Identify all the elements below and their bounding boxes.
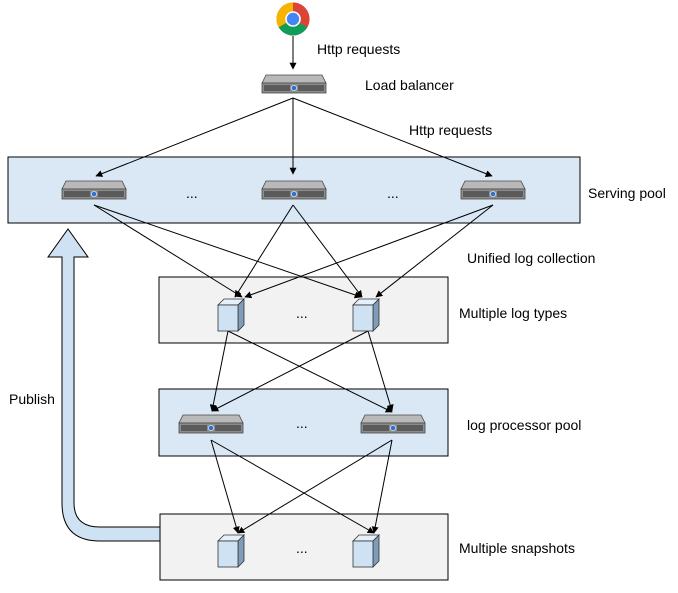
serving-ellipsis-2: ... — [387, 185, 399, 201]
log-type-cube-icon-1 — [217, 298, 245, 332]
snapshot-cube-icon-1 — [217, 534, 245, 568]
snapshot-cube-icon-2 — [352, 534, 380, 568]
chrome-browser-icon — [276, 2, 310, 36]
log-types-box — [158, 276, 449, 344]
processor-server-icon-2 — [360, 414, 426, 434]
arrows-logs-to-processors — [209, 330, 394, 413]
serving-server-icon-3 — [460, 180, 526, 200]
arrows-lb-to-serving — [95, 97, 493, 177]
multiple-snapshots-label: Multiple snapshots — [459, 540, 575, 556]
processor-ellipsis: ... — [296, 415, 308, 431]
serving-server-icon-2 — [261, 180, 327, 200]
serving-ellipsis-1: ... — [186, 185, 198, 201]
arrows-serving-to-logs — [93, 204, 494, 299]
log-processor-pool-label: log processor pool — [467, 417, 581, 433]
log-types-ellipsis: ... — [296, 305, 308, 321]
arrows-processors-to-snapshots — [210, 439, 393, 534]
log-type-cube-icon-2 — [352, 298, 380, 332]
publish-arrow — [47, 228, 161, 542]
multiple-log-types-label: Multiple log types — [459, 305, 567, 321]
processor-server-icon-1 — [178, 414, 244, 434]
snapshots-box — [159, 513, 449, 581]
serving-pool-label: Serving pool — [588, 185, 666, 201]
serving-server-icon-1 — [61, 180, 127, 200]
http-requests-label-mid: Http requests — [409, 122, 492, 138]
snapshots-ellipsis: ... — [296, 540, 308, 556]
unified-log-collection-label: Unified log collection — [467, 250, 595, 266]
load-balancer-label: Load balancer — [365, 77, 454, 93]
load-balancer-server-icon — [261, 74, 327, 94]
http-requests-label-top: Http requests — [317, 41, 400, 57]
publish-label: Publish — [9, 391, 55, 407]
